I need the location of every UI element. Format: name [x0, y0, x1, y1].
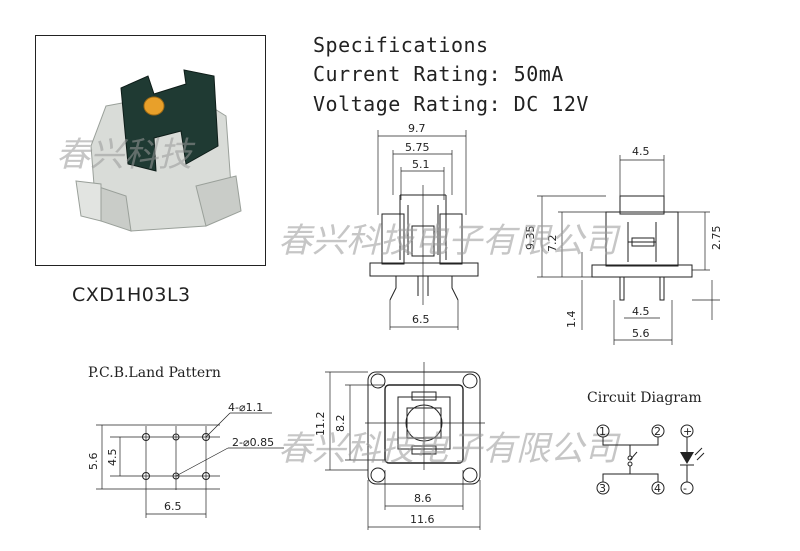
pcb-hole-large-label: 4-⌀1.1 [228, 401, 263, 414]
front-dim-width-inner: 5.1 [412, 158, 430, 171]
side-dim-leg-span: 4.5 [632, 305, 650, 318]
pcb-dim-width: 6.5 [164, 500, 182, 513]
front-dim-width-total: 9.7 [408, 122, 426, 135]
product-photo: 春兴科技 [35, 35, 266, 266]
top-dim-height-inner: 8.2 [334, 415, 347, 433]
side-watermark: 春兴科技电子有限公司 [278, 221, 621, 261]
pcb-dim-height-inner: 4.5 [106, 449, 119, 467]
part-number: CXD1H03L3 [72, 284, 191, 306]
top-dim-height-outer: 11.2 [314, 412, 327, 437]
circuit-pin-minus-label: - [683, 482, 687, 495]
circuit-pin-2-label: 2 [654, 425, 661, 438]
top-view-drawing: 11.2 8.2 8.6 11.6 [314, 362, 485, 530]
front-dim-leg-span: 6.5 [412, 313, 430, 326]
top-dim-width-inner: 8.6 [414, 492, 432, 505]
side-dim-top-width: 4.5 [632, 145, 650, 158]
pcb-hole-small-label: 2-⌀0.85 [232, 436, 274, 449]
circuit-diagram-title: Circuit Diagram [587, 390, 702, 406]
side-dim-height-body: 7.2 [546, 235, 559, 253]
pcb-land-pattern-drawing: 5.6 4.5 6.5 4-⌀1.1 2-⌀0.85 [87, 401, 284, 518]
top-dim-width-outer: 11.6 [410, 513, 435, 526]
front-dim-width-mid: 5.75 [405, 141, 430, 154]
pcb-land-pattern-title: P.C.B.Land Pattern [88, 365, 221, 381]
circuit-pin-4-label: 4 [654, 482, 661, 495]
bottom-watermark: 春兴科技电子有限公司 [278, 429, 621, 469]
side-dim-height-total: 9.35 [524, 226, 537, 251]
specifications-title: Specifications [313, 33, 489, 57]
voltage-rating: Voltage Rating: DC 12V [313, 92, 589, 116]
side-dim-leg-length: 1.4 [565, 311, 578, 329]
circuit-pin-3-label: 3 [599, 482, 606, 495]
side-view-drawing: 4.5 9.35 7.2 2.75 1.4 4.5 5.6 [524, 145, 723, 345]
side-dim-base-width: 5.6 [632, 327, 650, 340]
pcb-dim-height-outer: 5.6 [87, 453, 100, 471]
circuit-pin-plus-label: + [683, 425, 692, 438]
front-view-drawing: 9.7 5.75 5.1 6.5 [369, 122, 479, 330]
circuit-diagram-drawing: 1 2 3 4 + - [596, 424, 705, 495]
switch-photo-illustration: 春兴科技 [56, 69, 242, 232]
side-dim-height-right: 2.75 [710, 226, 723, 251]
photo-watermark: 春兴科技 [56, 135, 196, 175]
circuit-pin-1-label: 1 [599, 425, 606, 438]
current-rating: Current Rating: 50mA [313, 62, 564, 86]
